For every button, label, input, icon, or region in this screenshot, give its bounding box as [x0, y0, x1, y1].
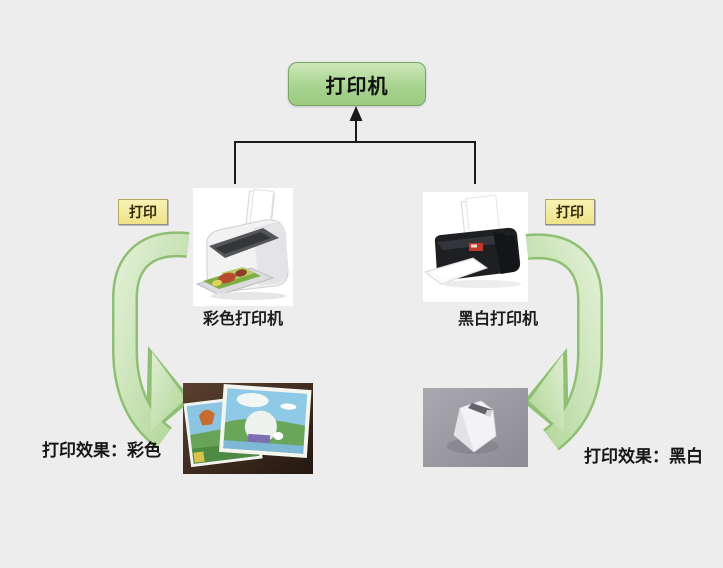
print-badge-left-label: 打印	[129, 205, 157, 221]
root-node-printer: 打印机	[288, 62, 426, 106]
print-badge-left: 打印	[118, 199, 168, 225]
result-caption-bw: 打印效果：黑白	[584, 447, 703, 467]
up-arrowhead-icon	[349, 106, 363, 121]
color-printer-caption: 彩色打印机	[202, 309, 283, 328]
print-badge-right: 打印	[545, 199, 595, 225]
curved-arrow-right	[513, 230, 603, 452]
bw-output-image	[423, 388, 528, 467]
bw-printer-image	[423, 192, 528, 302]
result-caption-color: 打印效果：彩色	[42, 441, 161, 461]
bw-printer-caption: 黑白打印机	[457, 309, 538, 328]
color-output-image	[183, 383, 313, 474]
curved-arrow-left	[112, 228, 202, 450]
root-node-label: 打印机	[325, 73, 389, 98]
print-badge-right-label: 打印	[556, 205, 584, 221]
color-printer-image	[193, 188, 293, 306]
